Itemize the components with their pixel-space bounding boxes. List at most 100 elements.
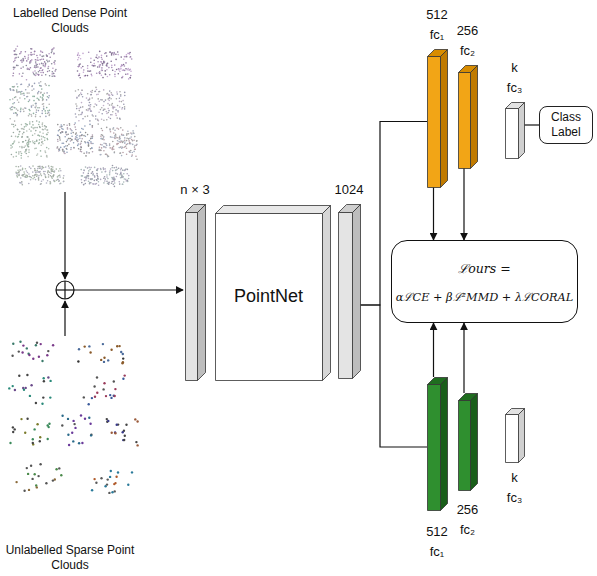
point (39, 116, 41, 118)
point (91, 173, 93, 175)
point (118, 128, 120, 130)
point (133, 140, 135, 142)
fc-layer: 512fc₁ (407, 377, 467, 562)
point (11, 107, 13, 109)
node-text: 1024 (335, 180, 364, 200)
point (105, 74, 107, 76)
point (14, 102, 16, 104)
slab-shape (338, 204, 360, 378)
point (53, 75, 55, 77)
point (119, 119, 121, 121)
point (40, 173, 42, 175)
point (128, 140, 130, 142)
point (113, 149, 115, 151)
point (110, 136, 112, 138)
point (32, 442, 34, 444)
point (78, 114, 80, 116)
point (124, 178, 126, 180)
point (88, 178, 90, 180)
point (114, 179, 116, 181)
point (44, 93, 46, 95)
point (109, 170, 111, 172)
point (92, 174, 94, 176)
point (93, 385, 95, 387)
point (42, 124, 44, 126)
loss-box: ℒours =αℒCE + βℒ²MMD + λℒCORAL (391, 240, 578, 323)
point (43, 136, 45, 138)
point (9, 99, 11, 101)
point (34, 133, 36, 135)
point (21, 128, 23, 130)
point (116, 166, 118, 168)
point (13, 126, 15, 128)
slab-shape (427, 377, 447, 510)
point (130, 136, 132, 138)
point (75, 136, 77, 138)
point (47, 96, 49, 98)
point (79, 137, 81, 139)
point (40, 85, 42, 87)
point (103, 382, 105, 384)
point (83, 170, 85, 172)
point (130, 150, 132, 152)
point (23, 132, 25, 134)
point (124, 92, 126, 94)
point (107, 108, 109, 110)
point (27, 172, 29, 174)
point (81, 179, 83, 181)
point (110, 60, 112, 62)
point (38, 74, 40, 76)
point (62, 149, 64, 151)
point (59, 168, 61, 170)
point (31, 48, 33, 50)
point (87, 115, 89, 117)
point (28, 54, 30, 56)
point (19, 182, 21, 184)
point (12, 98, 14, 100)
point (17, 136, 19, 138)
point (25, 123, 27, 125)
point (104, 109, 106, 111)
point (31, 86, 33, 88)
point (29, 69, 31, 71)
point (52, 344, 54, 346)
point (115, 476, 117, 478)
point (78, 108, 80, 110)
point (106, 176, 108, 178)
connector (463, 168, 464, 240)
point (92, 115, 94, 117)
point (121, 108, 123, 110)
point (27, 176, 29, 178)
point (49, 75, 51, 77)
point (120, 140, 122, 142)
point (78, 143, 80, 145)
point (47, 61, 49, 63)
point (49, 380, 51, 382)
point (53, 171, 55, 173)
point (36, 55, 38, 57)
point (46, 155, 48, 157)
point (121, 65, 123, 67)
point (32, 71, 34, 73)
point (32, 104, 34, 106)
point (109, 174, 111, 176)
point (42, 100, 44, 102)
point (88, 345, 90, 347)
point (119, 183, 121, 185)
point (21, 157, 23, 159)
point (23, 128, 25, 130)
point (123, 64, 125, 66)
point (85, 183, 87, 185)
point (40, 81, 42, 83)
point (97, 170, 99, 172)
point (23, 94, 25, 96)
point (62, 149, 64, 151)
slab-face (459, 73, 471, 169)
point (92, 171, 94, 173)
point (107, 478, 109, 480)
caption-label: Labelled Dense Point Clouds (4, 6, 136, 36)
point (125, 145, 127, 147)
point (120, 141, 122, 143)
point (91, 147, 93, 149)
point (36, 140, 38, 142)
